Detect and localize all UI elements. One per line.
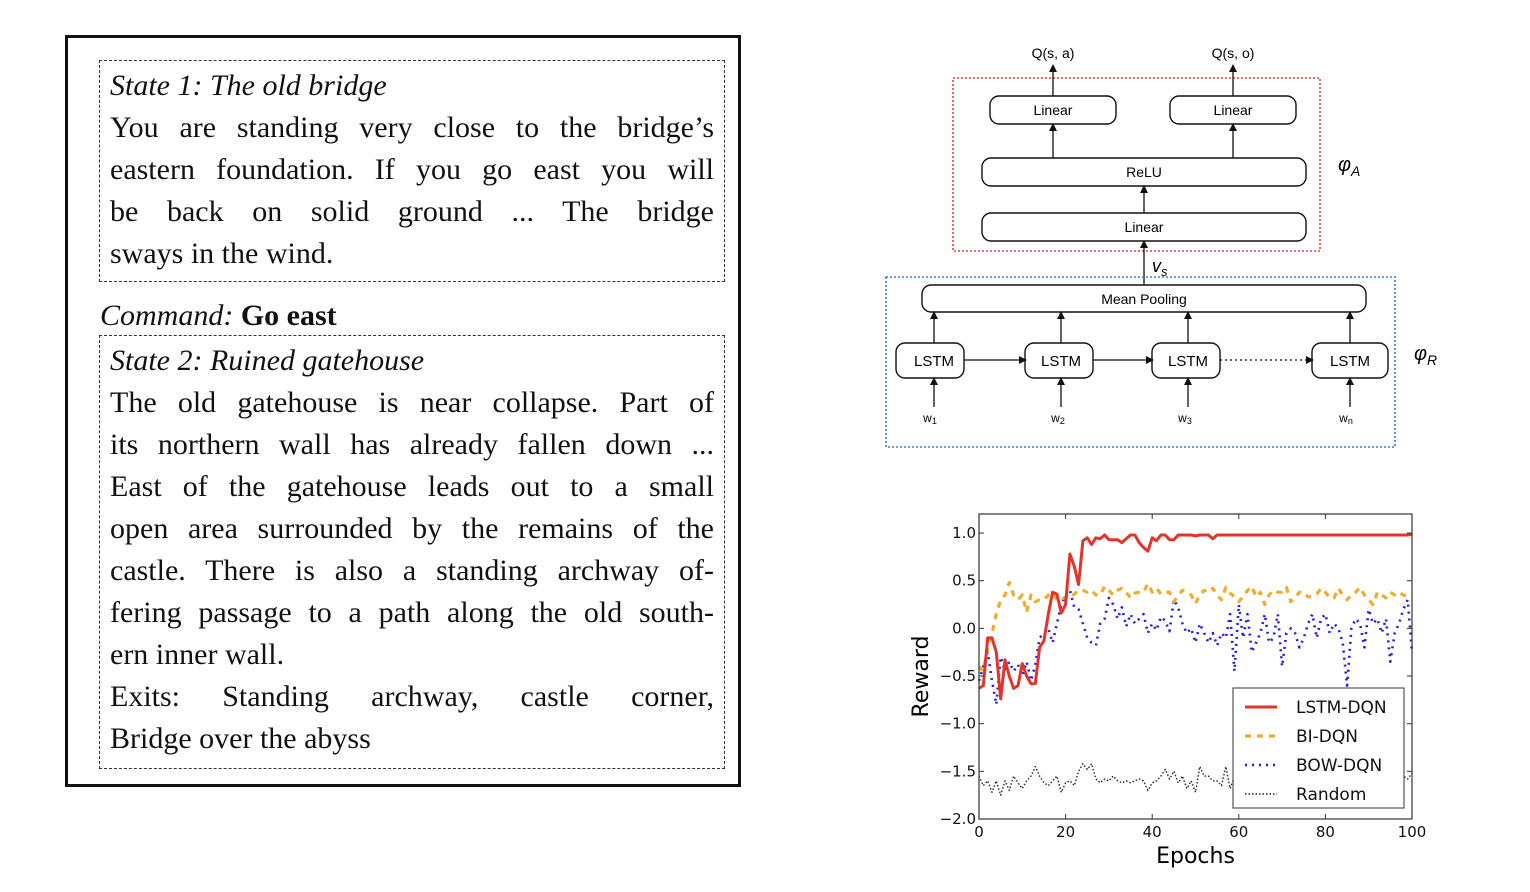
legend-label: LSTM-DQN [1296, 698, 1387, 718]
state-2-line: castle. There is also a standing archway… [110, 554, 714, 587]
state-1-title: State 1: The old bridge [110, 69, 387, 102]
word-input: wn [1338, 411, 1353, 426]
state-2-line: East of the gatehouse leads out to a sma… [110, 470, 714, 503]
command-label: Command: [100, 299, 234, 332]
x-tick-label: 100 [1398, 823, 1427, 841]
series-line-lstm-dqn [978, 532, 1413, 701]
y-axis-label: Reward [909, 636, 934, 718]
vs-label: vs [1152, 256, 1168, 279]
y-tick-label: 0.5 [952, 572, 976, 590]
y-tick-label: −1.0 [940, 715, 976, 733]
y-tick-label: −2.0 [940, 810, 976, 828]
legend-label: BI-DQN [1296, 727, 1358, 747]
state-2-line: fering passage to a path along the old s… [110, 596, 714, 629]
state-2-line: The old gatehouse is near collapse. Part… [110, 386, 714, 419]
svg-text:LSTM: LSTM [1041, 353, 1081, 370]
axis-ticks: 0 20 40 60 80 100 −2.0 −1.5 −1.0 −0.5 0.0 0.5 1.0 [940, 514, 1427, 841]
y-tick-label: −1.5 [940, 762, 976, 780]
series-line-bow-dqn [977, 589, 1414, 706]
phi-r-label: φR [1414, 343, 1437, 368]
legend: LSTM-DQN BI-DQN BOW-DQN Random [1232, 687, 1405, 809]
reward-chart: 0 20 40 60 80 100 −2.0 −1.5 −1.0 −0.5 0.0 0.5 1.0 Ep… [900, 500, 1440, 880]
legend-label: Random [1296, 785, 1366, 805]
phi-a-label: φA [1338, 154, 1360, 179]
linear-a-label: Linear [1034, 102, 1073, 118]
command-line: Command: Go east [100, 295, 337, 337]
output-label-q-sa: Q(s, a) [1032, 45, 1075, 61]
mean-pooling-label: Mean Pooling [1101, 291, 1187, 307]
state-1-line: eastern foundation. If you go east you w… [110, 153, 714, 186]
plot-frame [978, 513, 1413, 820]
architecture-diagram: Q(s, a) Q(s, o) Linear Linear ReLU Linea… [880, 30, 1460, 460]
state-2-title: State 2: Ruined gatehouse [110, 344, 425, 377]
lstm-cell: LSTM [1024, 342, 1094, 379]
series-line-bi-dqn [977, 580, 1413, 673]
state-1-line: be back on solid ground ... The bridge [110, 195, 714, 228]
action-module-box [952, 77, 1321, 252]
reward-chart-svg: 0 20 40 60 80 100 −2.0 −1.5 −1.0 −0.5 0.0 0.5 1.0 Ep… [909, 513, 1427, 869]
state-2-line: Bridge over the abyss [110, 722, 371, 755]
output-label-q-so: Q(s, o) [1212, 45, 1255, 61]
relu-label: ReLU [1126, 164, 1162, 180]
state-2-description: The old gatehouse is near collapse. Part… [110, 382, 714, 760]
linear-o-label: Linear [1214, 102, 1253, 118]
architecture-svg: Q(s, a) Q(s, o) Linear Linear ReLU Linea… [885, 45, 1437, 448]
lstm-cell: LSTM [1311, 342, 1389, 379]
svg-text:LSTM: LSTM [1330, 353, 1370, 370]
word-input: w2 [1050, 411, 1065, 426]
x-axis-label: Epochs [1156, 844, 1235, 869]
state-2-box: State 2: Ruined gatehouse The old gateho… [99, 335, 725, 769]
command-value: Go east [240, 299, 337, 332]
state-1-line: You are standing very close to the bridg… [110, 111, 714, 144]
y-tick-label: −0.5 [940, 667, 976, 685]
x-tick-label: 0 [974, 823, 984, 841]
mean-pooling-layer [921, 284, 1367, 313]
x-tick-label: 20 [1056, 823, 1075, 841]
lstm-cell: LSTM [895, 342, 965, 379]
state-1-line: sways in the wind. [110, 237, 334, 270]
y-tick-label: 0.0 [952, 619, 976, 637]
lstm-cell: LSTM [1151, 342, 1221, 379]
linear-shared-label: Linear [1125, 219, 1164, 235]
state-1-box: State 1: The old bridge You are standing… [99, 60, 725, 282]
state-2-line: its northern wall has already fallen dow… [110, 428, 714, 461]
x-tick-label: 80 [1316, 823, 1335, 841]
x-tick-label: 40 [1143, 823, 1162, 841]
word-input: w3 [1177, 411, 1192, 426]
word-input: w1 [922, 411, 937, 426]
example-frame [65, 35, 741, 787]
state-1-description: You are standing very close to the bridg… [110, 107, 714, 275]
state-2-line: Exits: Standing archway, castle corner, [110, 680, 714, 713]
x-tick-label: 60 [1229, 823, 1248, 841]
y-tick-label: 1.0 [952, 524, 976, 542]
svg-text:LSTM: LSTM [1168, 353, 1208, 370]
legend-label: BOW-DQN [1296, 756, 1382, 776]
state-2-line: ern inner wall. [110, 638, 285, 671]
representation-module-box [885, 276, 1396, 448]
svg-text:LSTM: LSTM [914, 353, 954, 370]
state-2-line: open area surrounded by the remains of t… [110, 512, 714, 545]
